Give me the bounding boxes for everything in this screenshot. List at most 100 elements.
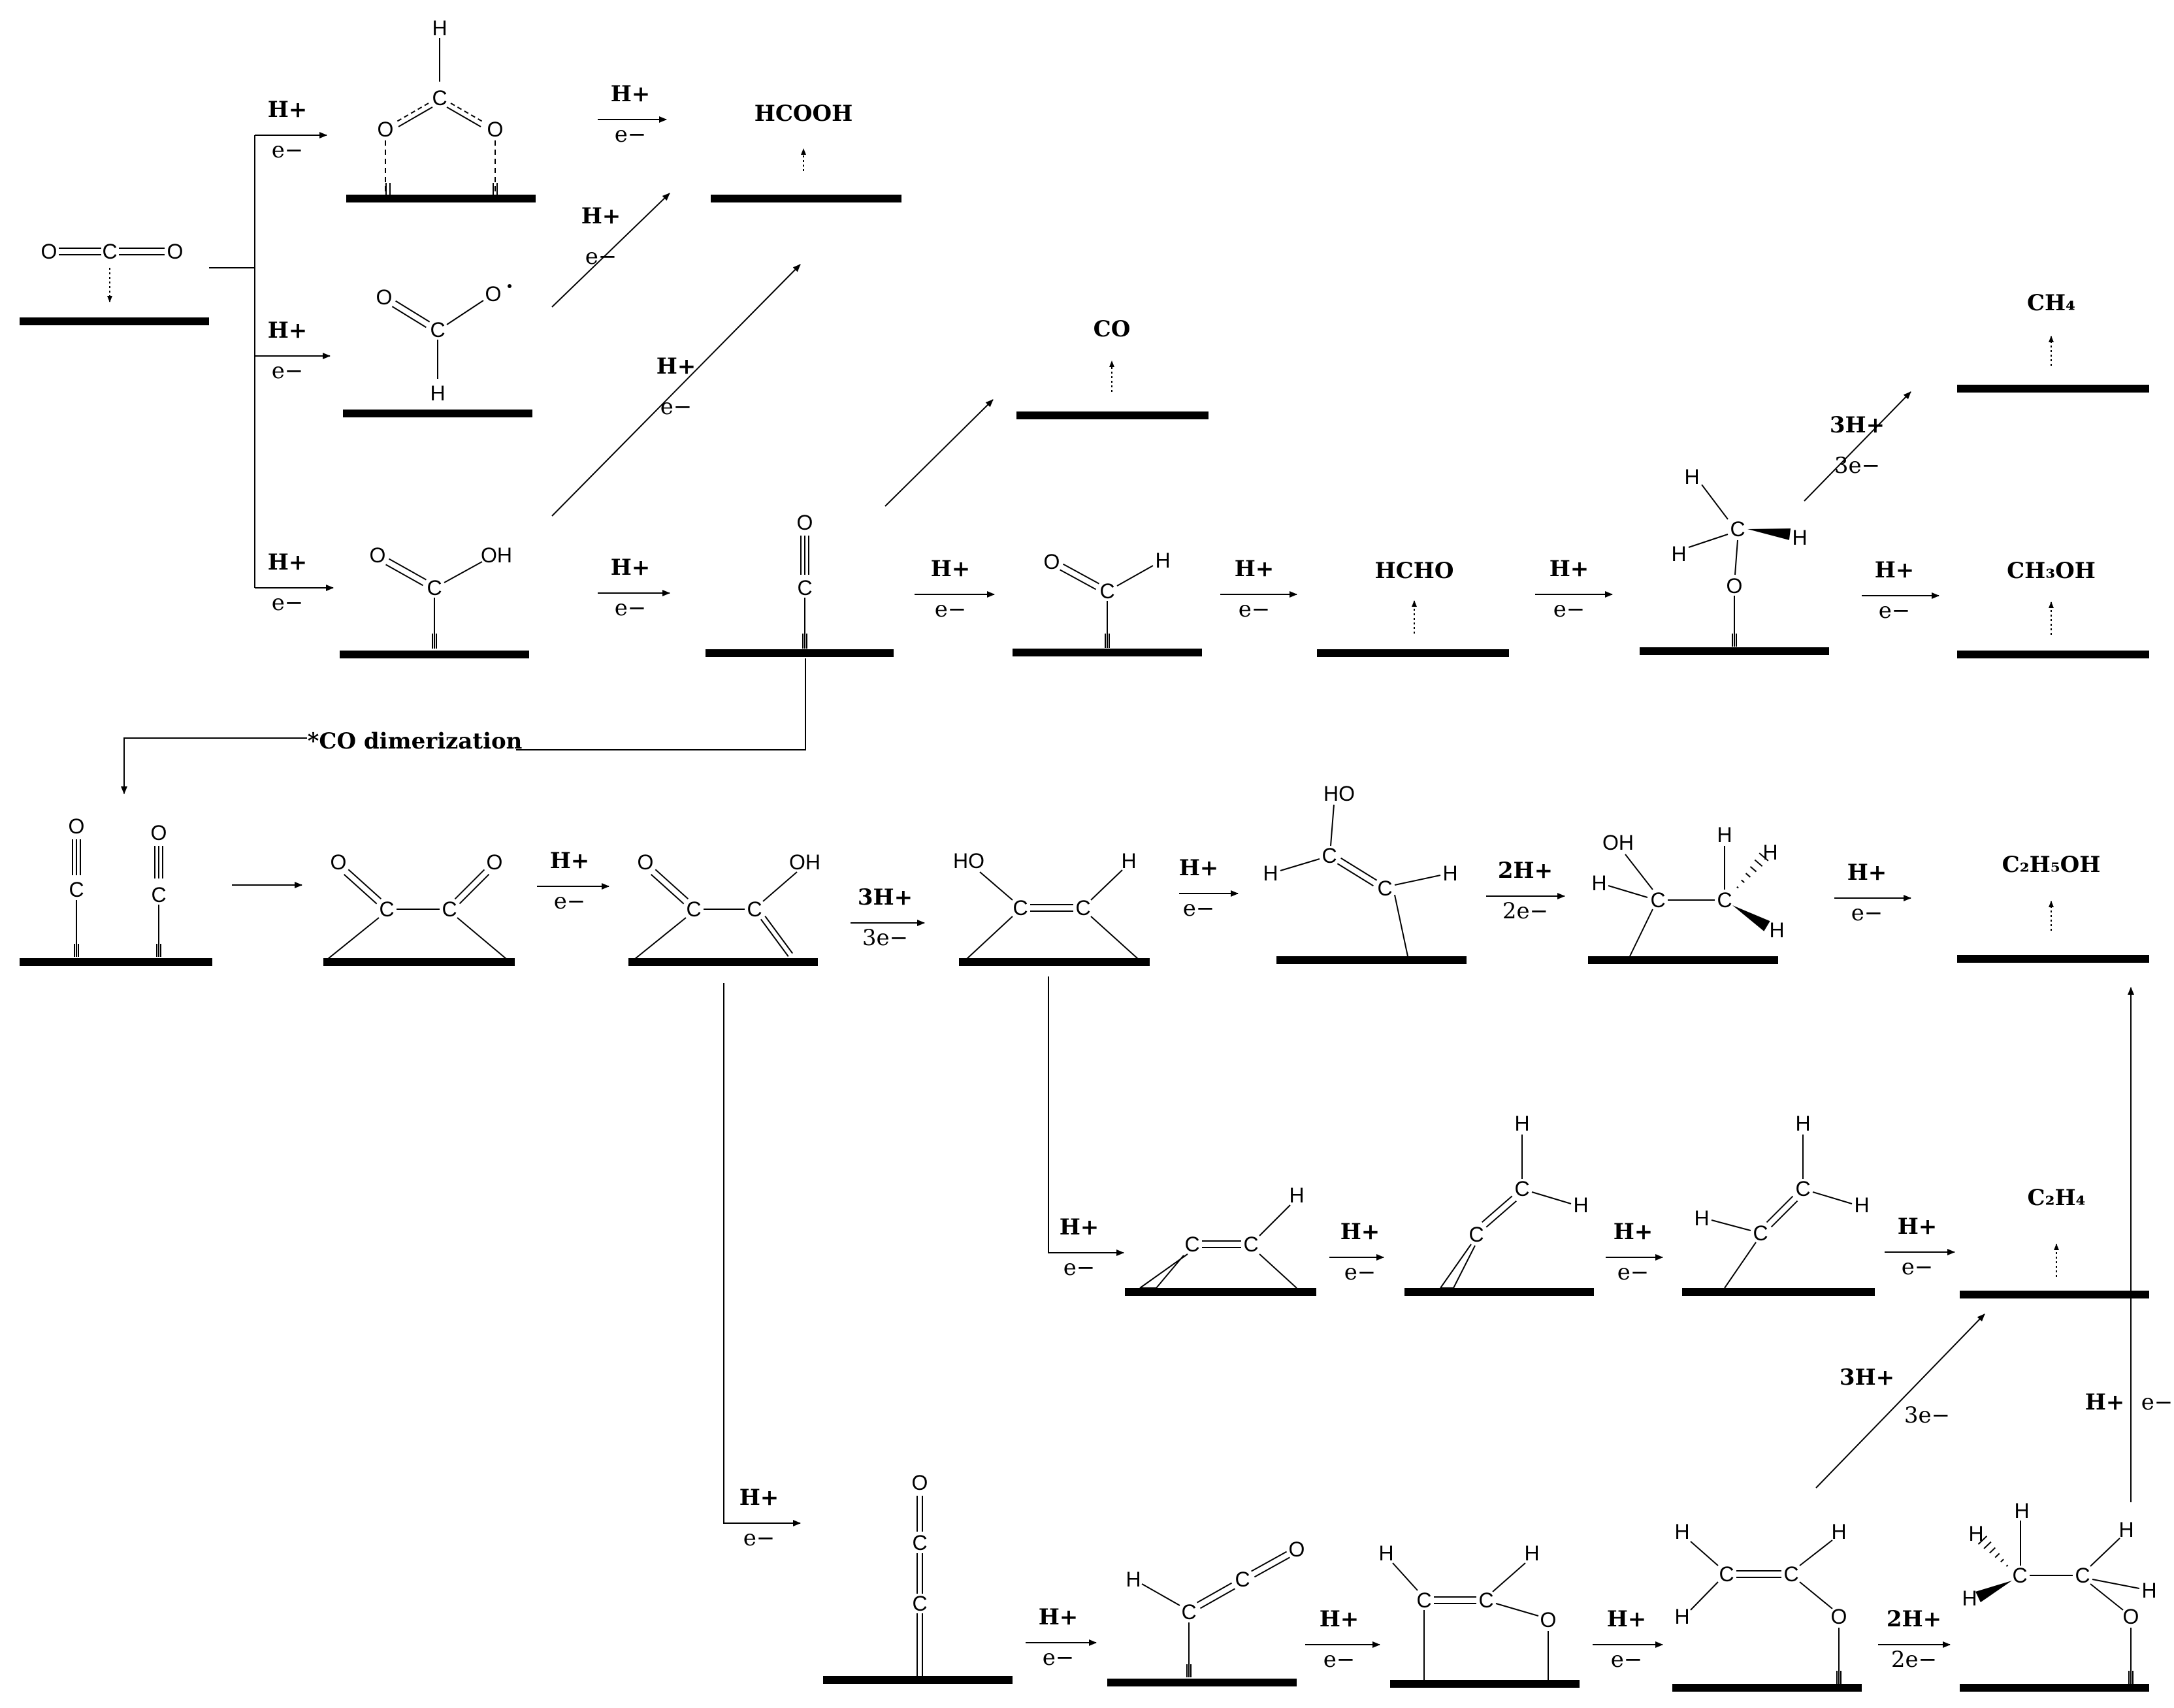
atom-label: C — [1075, 896, 1090, 920]
atom-label: OH — [789, 850, 820, 874]
bond-line — [457, 917, 507, 959]
atom-label: C — [1730, 517, 1745, 541]
atom-label: C — [912, 1592, 927, 1615]
hash-bond — [1749, 866, 1757, 873]
bond-line — [1531, 1191, 1572, 1204]
double-bond — [454, 869, 485, 900]
bond-line — [2090, 1538, 2120, 1567]
atom-label: C — [1650, 888, 1665, 912]
product-label: C₂H₅OH — [2002, 852, 2101, 878]
atom-label: O — [1289, 1538, 1305, 1561]
atom-label: C — [430, 318, 445, 342]
atom-label: C — [1243, 1233, 1258, 1256]
atom-label: C — [1719, 1562, 1734, 1586]
atom-label: H — [1674, 1520, 1689, 1543]
atom-label: C — [1468, 1223, 1484, 1246]
atom-label: H — [1121, 849, 1136, 873]
reagent-label: H+ — [1179, 855, 1219, 881]
double-bond — [1340, 857, 1378, 881]
electron-label: e− — [1553, 596, 1585, 622]
atom-label: C — [427, 576, 442, 600]
bond-line — [1280, 858, 1320, 871]
bond-line — [1453, 1245, 1476, 1289]
electron-label: 3e− — [1904, 1402, 1950, 1428]
catalyst-surface — [1588, 956, 1778, 964]
atom-label: O — [487, 850, 503, 874]
electron-label: e− — [272, 590, 304, 616]
catalyst-surface — [1960, 1291, 2149, 1298]
bond-line — [1141, 1583, 1180, 1606]
electron-label: e− — [615, 595, 647, 621]
catalyst-surface — [1107, 1679, 1297, 1686]
reagent-label: H+ — [581, 203, 621, 229]
atom-label: C — [1478, 1588, 1493, 1612]
bond-line — [1259, 1253, 1297, 1289]
catalyst-surface — [323, 958, 515, 966]
atom-label: C — [151, 883, 166, 907]
atom-label: C — [1377, 877, 1392, 900]
atom-label: C — [2012, 1564, 2027, 1587]
hash-bond — [1754, 859, 1763, 867]
atom-label: H — [2014, 1499, 2029, 1523]
double-bond — [1062, 563, 1099, 585]
atom-label: OH — [481, 543, 512, 567]
bond-line — [1394, 894, 1408, 957]
atom-label: O — [487, 118, 504, 141]
atom-label: HO — [1323, 782, 1355, 805]
catalyst-surface — [1276, 956, 1467, 964]
electron-label: e− — [1344, 1259, 1376, 1285]
catalyst-surface — [20, 317, 209, 325]
bond-line — [1690, 1581, 1719, 1611]
double-bond — [1766, 1195, 1794, 1223]
reagent-label: H+ — [1549, 556, 1589, 582]
atom-label: O — [1044, 550, 1060, 573]
atom-label: C — [912, 1531, 927, 1555]
wedge-bond — [1732, 905, 1770, 931]
atom-label: O — [1540, 1608, 1557, 1632]
atom-label: H — [1674, 1605, 1689, 1628]
reagent-label: H+ — [1898, 1214, 1938, 1240]
atom-label: H — [1854, 1193, 1869, 1217]
electron-label: 3e− — [1834, 453, 1880, 479]
reagent-label: 2H+ — [1887, 1606, 1941, 1632]
electron-label: e− — [1063, 1255, 1095, 1281]
atom-label: H — [1514, 1112, 1529, 1135]
arrow-ch3o-ch4 — [1804, 391, 1911, 502]
atom-label: H — [1831, 1520, 1846, 1543]
hash-bond — [1977, 1536, 1988, 1545]
reagent-label: H+ — [1875, 557, 1915, 583]
reagent-label: H+ — [2085, 1389, 2125, 1415]
atom-label: H — [1591, 871, 1606, 895]
catalyst-surface — [1317, 649, 1509, 657]
atom-label: H — [1795, 1112, 1810, 1135]
bond-line — [398, 106, 433, 127]
double-bond — [385, 564, 424, 587]
atom-label: H — [2141, 1579, 2156, 1602]
catalyst-surface — [823, 1676, 1013, 1684]
atom-label: OH — [1602, 831, 1634, 854]
bond-line — [1116, 565, 1154, 587]
reagent-label: H+ — [550, 848, 590, 874]
bond-line — [394, 103, 429, 123]
catalyst-surface — [1390, 1680, 1580, 1688]
electron-label: e− — [1851, 900, 1883, 926]
bond-line — [1495, 1603, 1539, 1617]
atom-label: H — [1573, 1193, 1588, 1217]
reagent-label: H+ — [1060, 1214, 1099, 1240]
double-bond — [650, 873, 685, 905]
hash-bond — [1736, 886, 1739, 889]
double-bond — [1197, 1582, 1233, 1603]
double-bond — [395, 300, 430, 323]
bond-line — [1440, 1244, 1472, 1289]
electron-label: e− — [554, 888, 586, 914]
wedge-bond — [1975, 1581, 2012, 1603]
atom-label: O — [370, 543, 386, 567]
bond-line — [1492, 1562, 1526, 1592]
bond-line — [1090, 916, 1139, 959]
atom-label: C — [69, 878, 84, 901]
arrow-co-desorb — [884, 399, 994, 507]
bond-line — [1724, 1242, 1757, 1289]
atom-label: H — [1962, 1587, 1977, 1610]
product-label: CO — [1094, 316, 1131, 342]
atom-label: C — [1184, 1233, 1199, 1256]
